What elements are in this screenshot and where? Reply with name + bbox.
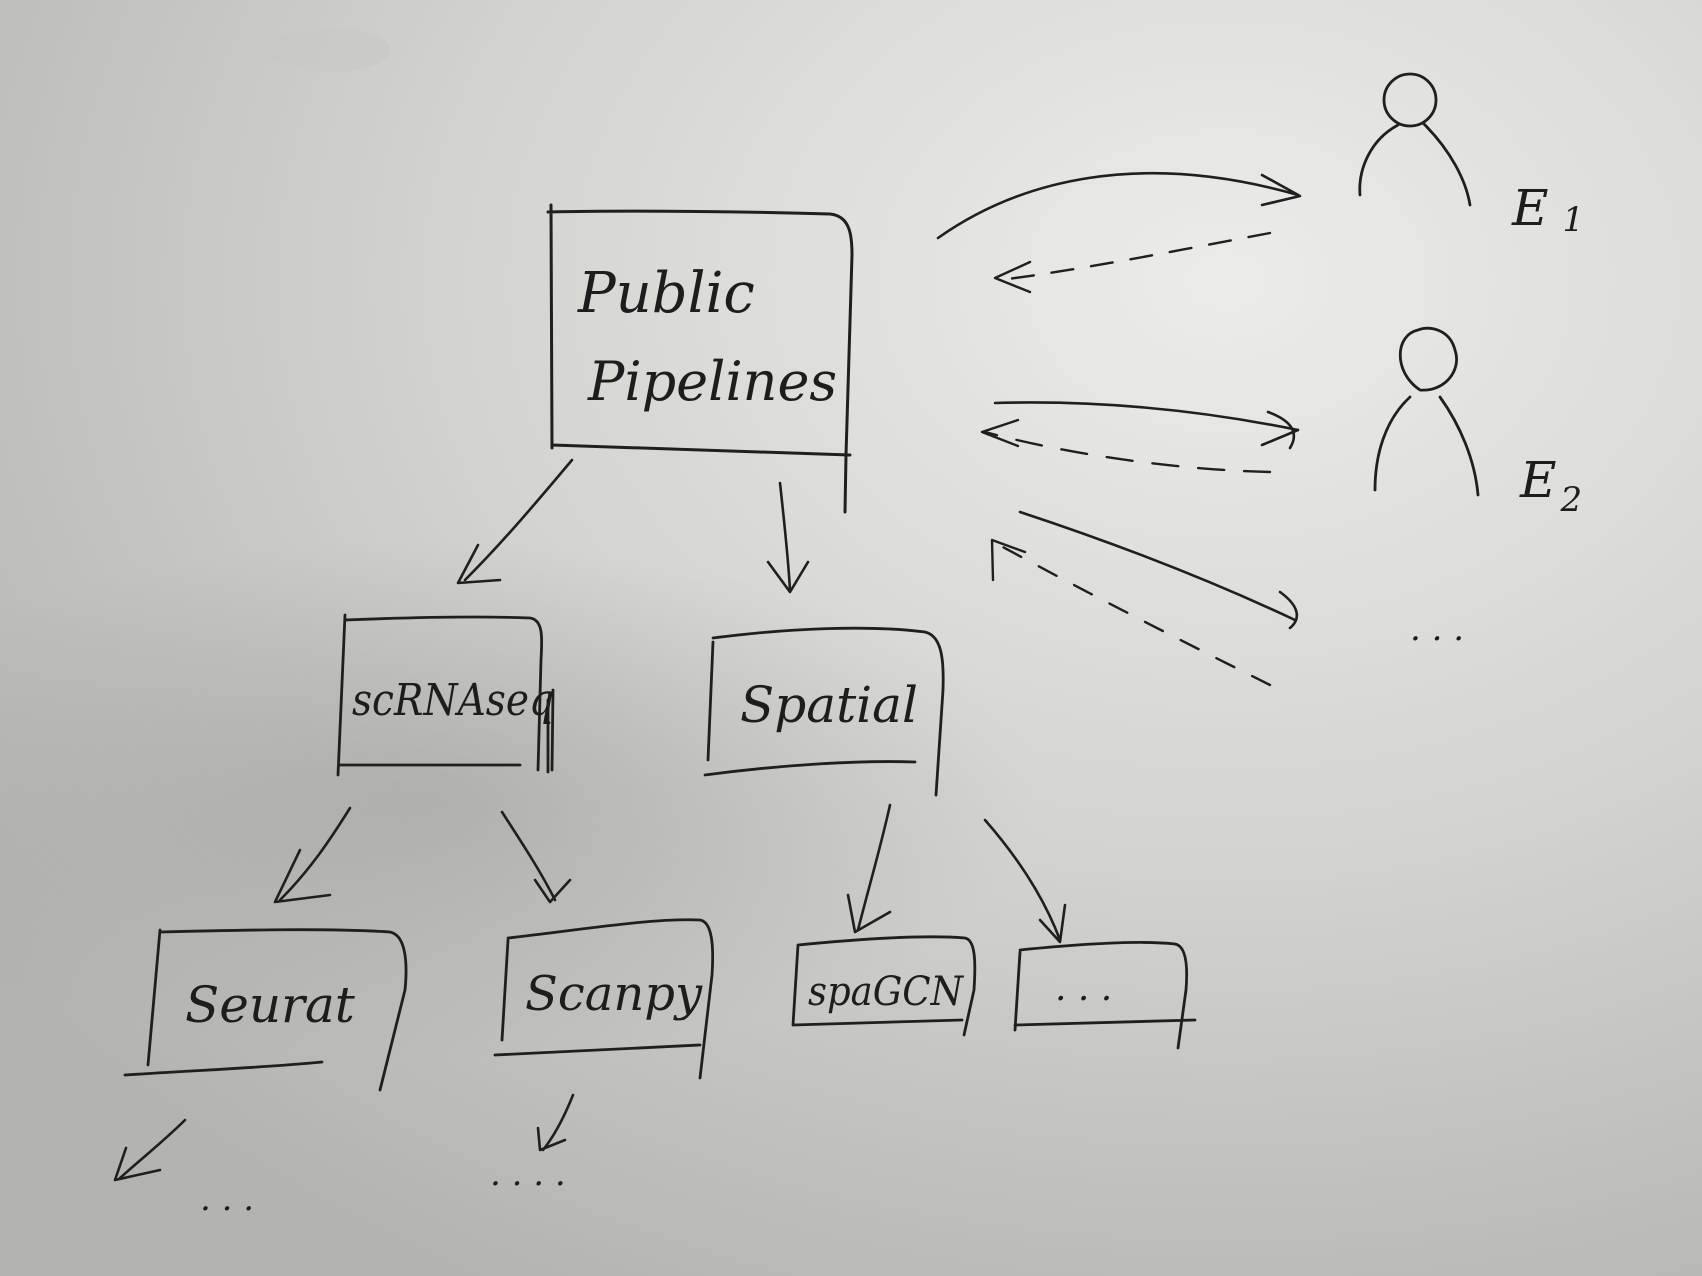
arrow-root-to-scrnaseq <box>456 458 574 585</box>
arrow-scanpy-down <box>536 1093 575 1152</box>
user-e1-body-icon <box>1358 122 1472 207</box>
arrow-pipelines-to-more-users <box>1018 510 1299 630</box>
more-users-dots: . . . <box>1410 609 1464 649</box>
user-e2-body-icon <box>1373 395 1480 497</box>
arrow-seurat-down <box>113 1118 187 1182</box>
bottom-left-dots: . . . <box>200 1179 254 1219</box>
user-e1-head-icon <box>1382 72 1438 128</box>
node-more-methods: . . . <box>1013 941 1197 1050</box>
arrow-scrnaseq-to-scanpy <box>500 810 572 904</box>
seurat-label: Seurat <box>185 976 356 1034</box>
spagcn-label: spaGCN <box>808 969 965 1015</box>
arrow-scrnaseq-to-seurat <box>273 806 352 904</box>
node-seurat: Seurat <box>123 928 408 1092</box>
arrow-e2-to-pipelines-dashed <box>980 418 1272 474</box>
root-label-line1: Public <box>577 261 755 326</box>
paper-fold-shadow <box>270 28 390 72</box>
arrow-pipelines-to-e2 <box>993 401 1300 450</box>
scrnaseq-label: scRNAseq <box>352 675 554 726</box>
node-scrnaseq: scRNAseq <box>336 613 555 777</box>
arrow-root-to-spatial <box>766 481 810 594</box>
spatial-label: Spatial <box>740 676 918 734</box>
user-e2-head-icon <box>1398 326 1458 392</box>
arrow-e1-to-pipelines-dashed <box>993 231 1272 294</box>
arrow-spatial-to-more <box>983 818 1067 944</box>
arrow-spatial-to-spagcn <box>846 803 892 934</box>
arrow-more-users-to-pipelines-dashed <box>988 538 1272 687</box>
node-spagcn: spaGCN <box>791 935 977 1037</box>
scanpy-label: Scanpy <box>525 966 703 1022</box>
root-label-line2: Pipelines <box>587 350 837 413</box>
arrow-pipelines-to-e1 <box>936 171 1302 240</box>
more-methods-label: . . . <box>1055 968 1112 1009</box>
node-scanpy: Scanpy <box>493 918 715 1080</box>
node-public-pipelines: Public Pipelines <box>546 203 854 514</box>
node-spatial: Spatial <box>703 626 945 797</box>
bottom-right-dots: . . . . <box>490 1154 566 1194</box>
